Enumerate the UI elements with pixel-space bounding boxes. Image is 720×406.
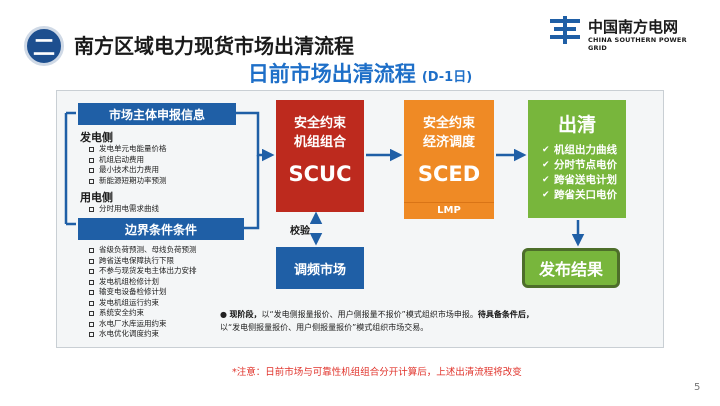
sced-abbr: SCED — [417, 162, 481, 186]
boundary-item: 跨省送电保障执行下限 — [88, 256, 197, 267]
sced-box: 安全约束 经济调度 SCED — [404, 100, 494, 212]
page-title: 南方区域电力现货市场出清流程 — [74, 34, 354, 58]
company-logo: 中国南方电网 CHINA SOUTHERN POWER GRID — [548, 14, 708, 52]
clearing-box: 出清 机组出力曲线分时节点电价跨省送电计划跨省关口电价 — [528, 100, 626, 218]
boundary-item: 省级负荷预测、母线负荷预测 — [88, 245, 197, 256]
flow-title-sub: (D-1日) — [421, 70, 473, 85]
load-side-item: 分时用电需求曲线 — [88, 204, 159, 215]
gen-side-item: 最小技术出力费用 — [88, 165, 167, 176]
section-number-badge: 二 — [24, 26, 64, 66]
declare-info-box: 市场主体申报信息 — [78, 103, 236, 125]
clearing-result-item: 机组出力曲线 — [542, 143, 626, 158]
publish-results-box: 发布结果 — [522, 248, 620, 288]
scuc-line1: 安全约束 — [293, 116, 346, 131]
boundary-conditions-list: 省级负荷预测、母线负荷预测跨省送电保障执行下限不参与现货发电主体出力安排发电机组… — [88, 245, 197, 340]
note-lead: 现阶段， — [229, 310, 262, 319]
logo-english-name: CHINA SOUTHERN POWER GRID — [588, 36, 687, 52]
boundary-conditions-box: 边界条件条件 — [78, 218, 244, 240]
gen-side-heading: 发电侧 — [80, 131, 113, 144]
logo-mark-icon — [550, 16, 580, 44]
note-text: 以“发电侧报量报价、用户侧报量不报价”模式组织市场申报。 — [261, 310, 478, 319]
clearing-result-item: 跨省送电计划 — [542, 173, 626, 188]
load-side-heading: 用电侧 — [80, 191, 113, 204]
boundary-item: 发电机组运行约束 — [88, 298, 197, 309]
scuc-line2: 机组组合 — [293, 135, 346, 150]
note-bullet: ● — [220, 310, 227, 319]
check-label: 校验 — [290, 226, 310, 237]
clearing-results-list: 机组出力曲线分时节点电价跨省送电计划跨省关口电价 — [528, 143, 626, 203]
note-text2: 以“发电侧报量报价、用户侧报量报价”模式组织市场交易。 — [220, 323, 429, 332]
scuc-abbr: SCUC — [288, 162, 352, 186]
flow-title: 日前市场出清流程 (D-1日) — [150, 58, 570, 88]
clearing-result-item: 分时节点电价 — [542, 158, 626, 173]
gen-side-list: 发电单元电能量价格机组启动费用最小技术出力费用新能源短期功率预测 — [88, 144, 167, 186]
lmp-label: LMP — [404, 202, 494, 219]
boundary-item: 不参与现货发电主体出力安排 — [88, 266, 197, 277]
clearing-result-item: 跨省关口电价 — [542, 188, 626, 203]
note-lead2: 待具备条件后， — [477, 310, 534, 319]
gen-side-item: 发电单元电能量价格 — [88, 144, 167, 155]
scuc-box: 安全约束 机组组合 SCUC — [276, 100, 364, 212]
boundary-item: 发电机组检修计划 — [88, 277, 197, 288]
gen-side-item: 新能源短期功率预测 — [88, 176, 167, 187]
logo-chinese-name: 中国南方电网 — [588, 18, 679, 36]
boundary-item: 输变电设备检修计划 — [88, 287, 197, 298]
attention-note: *注意：日前市场与可靠性机组组合分开计算后，上述出清流程将改变 — [232, 367, 522, 378]
stage-note: ● 现阶段，以“发电侧报量报价、用户侧报量不报价”模式组织市场申报。待具备条件后… — [220, 308, 650, 334]
boundary-item: 水电优化调度约束 — [88, 329, 197, 340]
boundary-item: 系统安全约束 — [88, 308, 197, 319]
frequency-market-box: 调频市场 — [276, 247, 364, 289]
flow-title-text: 日前市场出清流程 — [247, 62, 416, 86]
boundary-item: 水电厂水库运用约束 — [88, 319, 197, 330]
page-number: 5 — [694, 382, 701, 393]
sced-line1: 安全约束 — [422, 116, 475, 131]
sced-line2: 经济调度 — [422, 135, 475, 150]
gen-side-item: 机组启动费用 — [88, 155, 167, 166]
load-side-list: 分时用电需求曲线 — [88, 204, 159, 215]
clearing-heading: 出清 — [557, 114, 596, 136]
